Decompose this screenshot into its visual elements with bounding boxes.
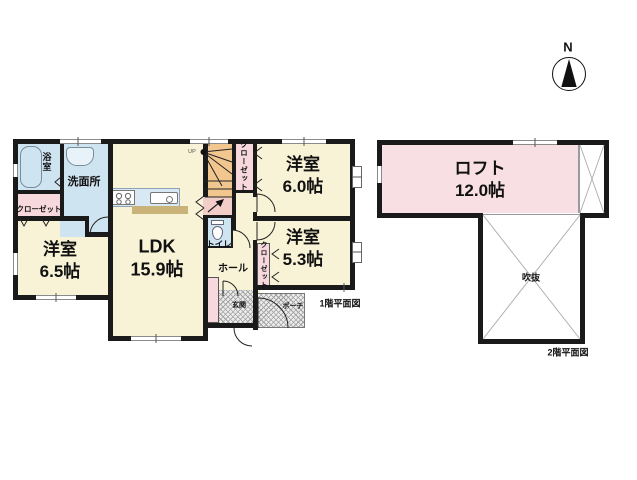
closet-by-bath-label: クローゼット xyxy=(16,204,62,214)
hall-label: ホール xyxy=(218,263,248,275)
kitchen-sink-icon xyxy=(150,192,178,204)
floor1-caption: 1階平面図 xyxy=(319,298,361,309)
entrance-label: 玄関 xyxy=(232,302,246,309)
wall xyxy=(203,139,208,197)
western-room-53-label: 洋室 5.3帖 xyxy=(282,227,324,269)
wall xyxy=(206,215,236,218)
window xyxy=(190,139,228,144)
closet-by-stairs-label: クローゼット xyxy=(239,140,249,192)
stairs-up-label: UP xyxy=(188,149,196,155)
window xyxy=(282,139,326,144)
closet-by-room53-label: クローゼット xyxy=(260,241,267,289)
bathtub-icon xyxy=(20,146,42,188)
western-room-65-label: 洋室 6.5帖 xyxy=(39,239,81,281)
loft-side-space xyxy=(580,145,604,213)
bath-label: 浴室 xyxy=(41,152,52,172)
washbasin-icon xyxy=(66,147,94,166)
void-label: 吹抜 xyxy=(521,272,541,283)
void-boundary-line xyxy=(483,214,580,215)
window xyxy=(513,140,557,145)
window xyxy=(377,166,382,183)
floor2-caption: 2階平面図 xyxy=(547,347,589,358)
wall xyxy=(377,213,483,218)
wall xyxy=(203,323,258,328)
wall xyxy=(85,232,113,237)
sliding-window xyxy=(352,242,362,263)
wall xyxy=(108,139,113,341)
loft-label: ロフト 12.0帖 xyxy=(454,158,506,200)
north-compass-icon xyxy=(552,57,586,91)
wall xyxy=(604,140,609,218)
wall xyxy=(253,285,355,290)
wall xyxy=(478,339,585,344)
wall xyxy=(377,140,609,145)
ldk-label: LDK 15.9帖 xyxy=(130,236,184,280)
wall xyxy=(13,190,64,194)
stair-landing xyxy=(203,197,234,215)
window xyxy=(13,253,18,275)
kitchen-bar-counter xyxy=(132,206,188,214)
wall xyxy=(580,213,585,344)
sliding-window xyxy=(352,166,362,188)
stove-icon xyxy=(112,190,135,205)
wall xyxy=(253,240,257,290)
partition-line xyxy=(578,145,580,213)
wall xyxy=(253,216,355,221)
toilet-icon xyxy=(211,220,224,225)
western-room-60-label: 洋室 6.0帖 xyxy=(282,154,324,196)
window xyxy=(131,336,181,341)
wall xyxy=(13,216,89,221)
window xyxy=(13,164,18,177)
toilet-label: トイレ xyxy=(206,239,232,249)
window xyxy=(60,139,101,144)
wall xyxy=(350,139,355,290)
porch-label: ポーチ xyxy=(282,303,304,310)
wall xyxy=(580,213,609,218)
wall xyxy=(253,139,257,197)
wall xyxy=(478,213,483,344)
window xyxy=(36,295,76,300)
compass-north-label: N xyxy=(563,39,573,55)
washroom-label: 洗面所 xyxy=(67,176,101,188)
